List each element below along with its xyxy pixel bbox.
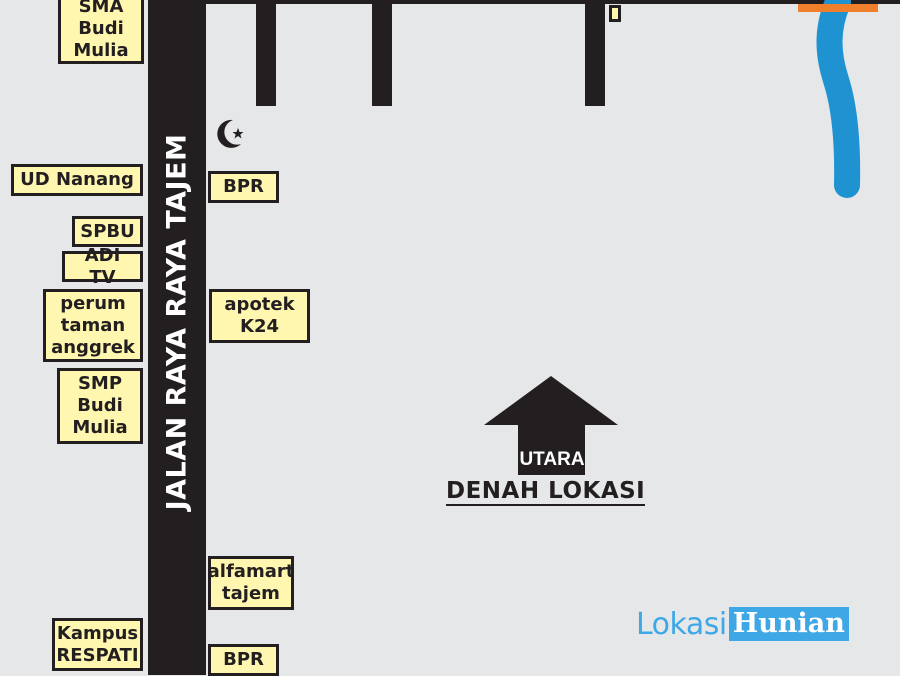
watermark-part2: Hunian xyxy=(728,607,849,641)
landmark-spbu: SPBU xyxy=(72,216,143,247)
landmark-bpr-north: BPR xyxy=(208,171,279,203)
watermark-logo: Lokasi Hunian xyxy=(636,606,849,642)
landmark-adi-tv: ADI TV xyxy=(62,245,143,288)
landmark-bpr-south: BPR xyxy=(208,644,279,676)
top-road xyxy=(206,0,900,4)
north-arrow-icon xyxy=(484,376,618,475)
map-title: DENAH LOKASI xyxy=(446,478,646,506)
branch-road-1 xyxy=(256,0,276,106)
mosque-crescent-star-icon xyxy=(217,119,244,148)
main-road xyxy=(148,0,206,675)
bridge xyxy=(798,4,878,12)
north-label: UTARA xyxy=(519,449,585,470)
watermark-part1: Lokasi xyxy=(636,606,727,642)
road-name-label: JALAN RAYA RAYA TAJEM xyxy=(161,133,193,511)
branch-road-3 xyxy=(585,0,605,106)
small-building-marker xyxy=(609,5,621,22)
landmark-ud-nanang: UD Nanang xyxy=(11,164,143,196)
branch-road-2 xyxy=(372,0,392,106)
river xyxy=(798,0,878,198)
